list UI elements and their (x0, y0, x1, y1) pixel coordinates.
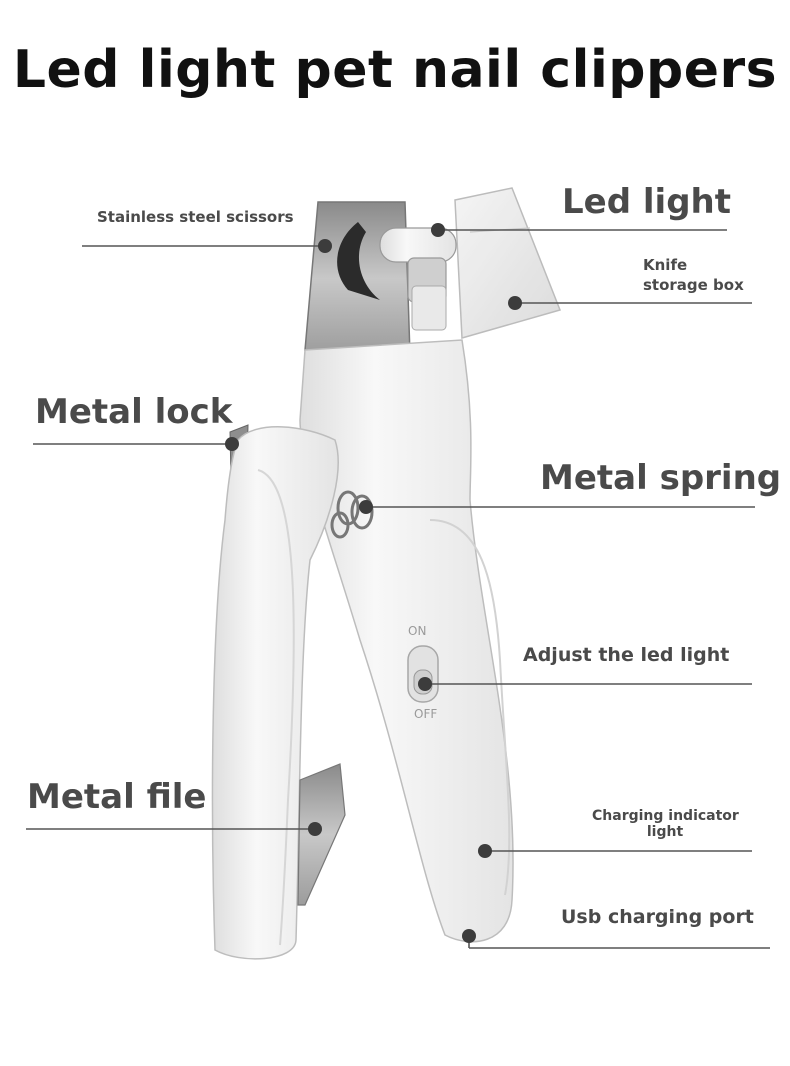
label-metal-spring: Metal spring (540, 458, 782, 498)
label-adjust-led-light: Adjust the led light (523, 644, 730, 666)
label-metal-lock: Metal lock (35, 392, 233, 432)
switch-on-label: ON (408, 624, 427, 638)
knife-storage-box (454, 187, 562, 339)
main-handle (299, 339, 514, 943)
moving-handle (211, 426, 339, 960)
switch-off-label: OFF (414, 707, 438, 721)
label-knife-storage-box-line2: storage box (643, 276, 744, 294)
blade-cutter (337, 222, 380, 300)
label-stainless-steel-scissors: Stainless steel scissors (97, 208, 294, 226)
label-metal-file: Metal file (27, 777, 207, 817)
label-knife-storage-box-line1: Knife (643, 256, 688, 274)
label-charging-indicator-line2: light (646, 824, 684, 840)
label-usb-charging-port: Usb charging port (561, 906, 754, 928)
page-title: Led light pet nail clippers (12, 40, 778, 100)
metal-spring (330, 490, 374, 539)
led-housing (379, 227, 457, 263)
label-charging-indicator-line1: Charging indicator (592, 808, 739, 824)
metal-file (297, 763, 346, 906)
label-led-light: Led light (562, 182, 732, 222)
